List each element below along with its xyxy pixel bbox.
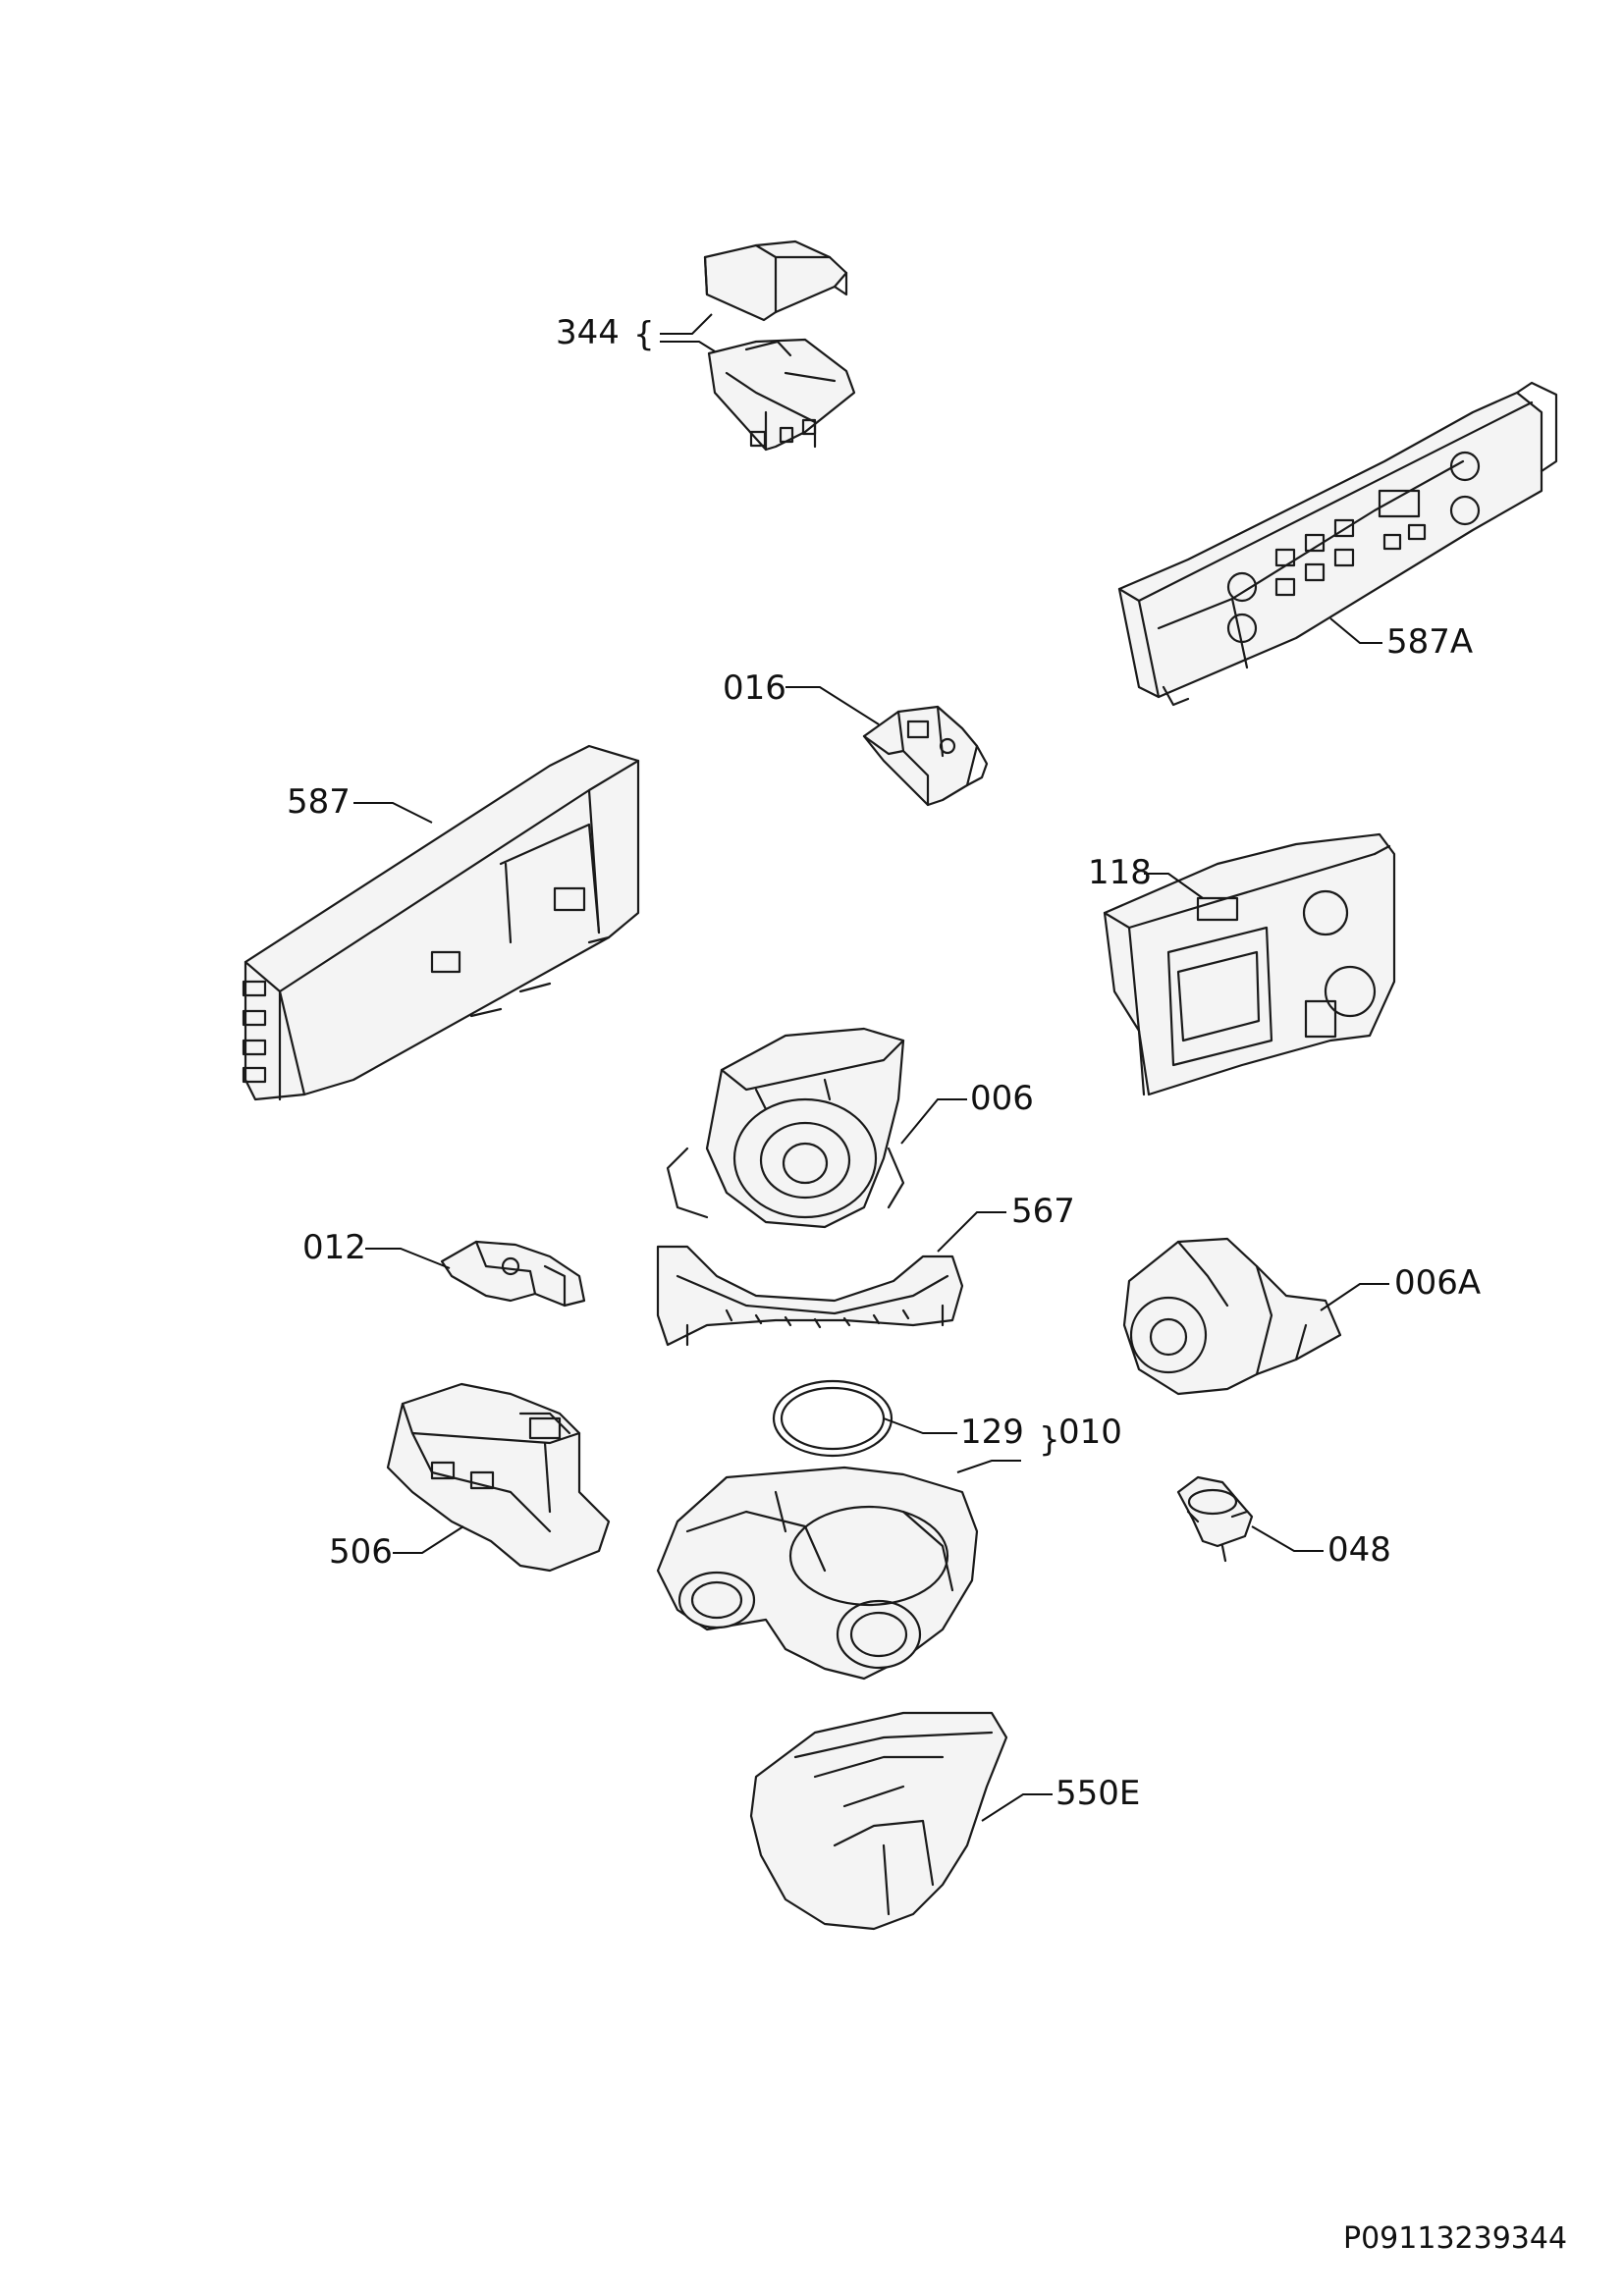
leader-016: [785, 686, 880, 725]
callout-048: 048: [1327, 1530, 1391, 1570]
part-012-drawing: [440, 1240, 586, 1308]
callout-587: 587: [287, 782, 351, 822]
callout-118: 118: [1088, 853, 1152, 892]
leader-587A: [1329, 617, 1382, 644]
callout-129: 129: [960, 1413, 1024, 1452]
part-587-drawing: [242, 744, 640, 1101]
leader-506: [393, 1525, 464, 1554]
callout-567: 567: [1011, 1192, 1075, 1231]
leader-550E: [981, 1793, 1053, 1822]
leader-048: [1251, 1525, 1324, 1552]
leader-006A: [1320, 1283, 1389, 1311]
callout-012: 012: [302, 1228, 366, 1267]
brace-344: {: [633, 315, 655, 354]
part-129-drawing: [772, 1379, 893, 1458]
callout-010: 010: [1058, 1413, 1122, 1452]
document-id: P09113239344: [1343, 2221, 1567, 2256]
part-118-drawing: [1103, 832, 1396, 1096]
callout-344: 344: [556, 313, 620, 352]
part-567-drawing: [656, 1245, 964, 1347]
part-506-drawing: [386, 1382, 611, 1573]
leader-006: [900, 1098, 967, 1145]
leader-587: [353, 802, 433, 824]
callout-006A: 006A: [1394, 1263, 1481, 1303]
part-587A-drawing: [1117, 381, 1558, 707]
leader-010: [956, 1460, 1021, 1473]
part-006-drawing: [666, 1027, 905, 1229]
leader-118: [1144, 873, 1204, 899]
part-016-drawing: [862, 705, 989, 807]
part-550E-drawing: [749, 1711, 1008, 1931]
leader-344: [660, 313, 716, 352]
leader-567: [937, 1211, 1006, 1253]
callout-587A: 587A: [1386, 622, 1473, 662]
brace-010: }: [1039, 1420, 1060, 1460]
part-006A-drawing: [1122, 1237, 1342, 1396]
part-344-drawing: [703, 240, 856, 452]
callout-006: 006: [970, 1079, 1034, 1118]
part-010-drawing: [656, 1466, 979, 1681]
callout-506: 506: [329, 1532, 393, 1572]
part-048-drawing: [1176, 1475, 1254, 1563]
leader-012: [365, 1248, 451, 1269]
callout-550E: 550E: [1056, 1774, 1140, 1813]
leader-129: [883, 1417, 957, 1434]
callout-016: 016: [723, 668, 786, 708]
